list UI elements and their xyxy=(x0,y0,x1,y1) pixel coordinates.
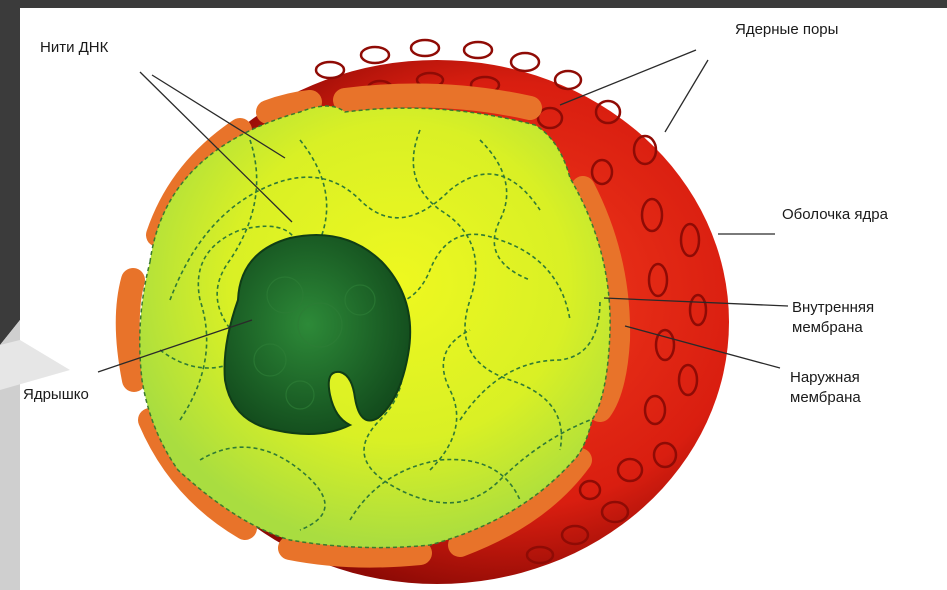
membrane-segment xyxy=(345,96,530,109)
label-inner-membrane-line1: Внутренняя xyxy=(792,298,874,318)
membrane-segment xyxy=(290,548,420,556)
label-inner-membrane-line2: мембрана xyxy=(792,318,874,338)
pore xyxy=(511,53,539,71)
label-nuclear-pores: Ядерные поры xyxy=(735,20,838,40)
pore xyxy=(411,40,439,56)
nucleolus xyxy=(225,235,411,434)
label-outer-membrane-line2: мембрана xyxy=(790,388,861,408)
label-nuclear-envelope: Оболочка ядра xyxy=(782,205,888,225)
left-light-corner xyxy=(0,340,70,390)
label-outer-membrane-line1: Наружная xyxy=(790,368,861,388)
leader-pores-2 xyxy=(665,60,708,132)
membrane-segment xyxy=(268,102,310,112)
pore xyxy=(316,62,344,78)
label-inner-membrane: Внутренняя мембрана xyxy=(792,298,874,338)
left-dark-band xyxy=(0,0,20,345)
pore xyxy=(464,42,492,58)
pore xyxy=(361,47,389,63)
label-outer-membrane: Наружная мембрана xyxy=(790,368,861,408)
membrane-segment xyxy=(128,280,134,380)
label-nucleolus: Ядрышко xyxy=(23,385,89,405)
top-dark-bar xyxy=(0,0,947,8)
pore xyxy=(555,71,581,89)
label-dna-strands: Нити ДНК xyxy=(40,38,108,58)
